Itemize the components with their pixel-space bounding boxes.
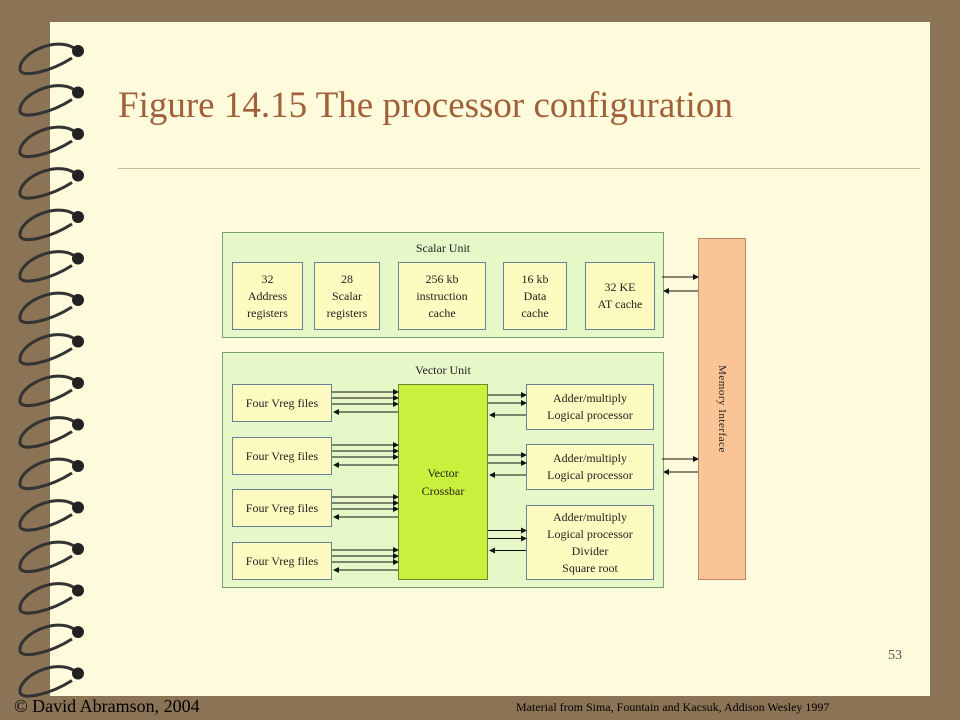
vreg-files-box-4: Four Vreg files [232, 542, 332, 580]
data-cache-box: 16 kb Data cache [503, 262, 567, 330]
box-line: Four Vreg files [245, 553, 319, 568]
box-line: Four Vreg files [245, 500, 319, 515]
binding-hole [72, 169, 84, 182]
vreg-files-box-2: Four Vreg files [232, 437, 332, 475]
binding-hole [72, 45, 84, 57]
crossbar-line: Crossbar [421, 484, 465, 498]
address-registers-box: 32 Address registers [232, 262, 303, 330]
box-line: cache [428, 305, 456, 320]
binding-hole [72, 377, 84, 389]
spiral-ring [18, 42, 75, 75]
spiral-ring [18, 416, 75, 449]
box-line: 16 kb [521, 271, 549, 286]
box-line: Adder/multiply [553, 391, 627, 405]
box-line: registers [326, 305, 368, 320]
processor-box-3: Adder/multiply Logical processor Divider… [526, 505, 654, 580]
instruction-cache-box: 256 kb instruction cache [398, 262, 486, 330]
source-note: Material from Sima, Fountain and Kacsuk,… [516, 700, 830, 714]
spiral-ring [18, 623, 75, 656]
binding-hole [72, 667, 84, 680]
spiral-ring [18, 457, 75, 490]
vector-crossbar: Vector Crossbar [398, 384, 488, 580]
binding-hole [72, 86, 84, 99]
box-line: Four Vreg files [245, 395, 319, 410]
spiral-ring [18, 333, 75, 366]
vreg-files-box-1: Four Vreg files [232, 384, 332, 422]
binding-hole [72, 128, 84, 140]
binding-hole [72, 501, 84, 514]
spiral-ring [18, 540, 75, 573]
spiral-ring [18, 208, 75, 241]
binding-hole [72, 252, 84, 265]
copyright-notice: © David Abramson, 2004 [14, 696, 200, 716]
vreg-files-box-3: Four Vreg files [232, 489, 332, 527]
binding-hole [72, 626, 84, 638]
box-line: Four Vreg files [245, 448, 319, 463]
box-line: 32 [261, 271, 274, 286]
binding-hole [72, 211, 84, 223]
spiral-ring [18, 499, 75, 532]
slide-title: Figure 14.15 The processor configuration [118, 85, 733, 126]
box-line: Adder/multiply [553, 509, 627, 524]
spiral-rings [18, 42, 84, 698]
box-line: 32 KE [604, 280, 636, 294]
box-line: Data [523, 288, 547, 303]
spiral-ring [18, 374, 75, 407]
box-line: instruction [416, 288, 468, 303]
binding-hole [72, 418, 84, 431]
box-line: Scalar [332, 288, 362, 303]
box-line: Logical processor [547, 526, 633, 541]
box-line: Square root [562, 560, 618, 575]
scalar-registers-box: 28 Scalar registers [314, 262, 380, 330]
title-divider [118, 168, 920, 169]
crossbar-line: Vector [427, 466, 459, 480]
binding-hole [72, 584, 84, 597]
processor-box-1: Adder/multiply Logical processor [526, 384, 654, 430]
spiral-ring [18, 582, 75, 615]
binding-hole [72, 294, 84, 306]
box-line: Divider [571, 543, 609, 558]
box-line: 28 [341, 271, 353, 286]
box-line: registers [247, 305, 288, 320]
box-line: Logical processor [547, 408, 633, 422]
binding-hole [72, 335, 84, 348]
box-line: AT cache [597, 297, 643, 311]
box-line: Adder/multiply [553, 451, 627, 465]
vector-unit-label: Vector Unit [415, 363, 471, 377]
spiral-ring [18, 125, 75, 158]
binding-hole [72, 543, 84, 555]
spiral-ring [18, 665, 75, 698]
memory-interface-box: Memory Interface [698, 238, 746, 580]
binding-hole [72, 460, 84, 472]
spiral-ring [18, 84, 75, 117]
box-line: Logical processor [547, 468, 633, 482]
spiral-ring [18, 167, 75, 200]
box-line: 256 kb [425, 271, 459, 286]
spiral-ring [18, 250, 75, 283]
at-cache-box: 32 KE AT cache [585, 262, 655, 330]
scalar-unit-label: Scalar Unit [415, 241, 471, 255]
spiral-ring [18, 291, 75, 324]
processor-box-2: Adder/multiply Logical processor [526, 444, 654, 490]
box-line: cache [521, 305, 549, 320]
box-line: Address [247, 288, 288, 303]
page-number: 53 [888, 648, 902, 663]
